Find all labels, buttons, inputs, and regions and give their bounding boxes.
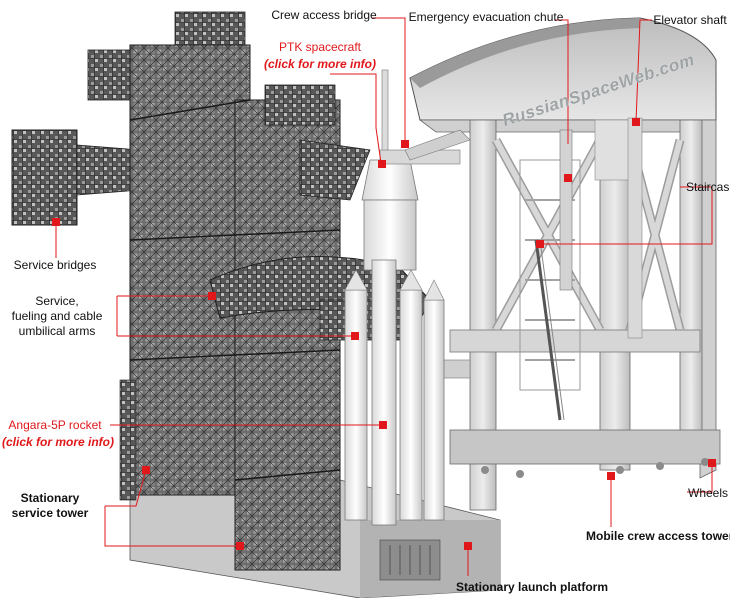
- label-crew-access-bridge: Crew access bridge: [271, 8, 377, 22]
- label-staircase: Staircase: [686, 180, 730, 194]
- label-stationary-launch-platform: Stationary launch platform: [455, 580, 609, 594]
- angara-5p-rocket: [344, 69, 471, 526]
- label-umbilical-arms-line1: Service,: [35, 294, 79, 308]
- label-umbilical-arms-line3: umbilical arms: [18, 324, 96, 338]
- label-mobile-crew-access-tower: Mobile crew access tower: [586, 529, 730, 543]
- label-wheels: Wheels: [688, 486, 729, 500]
- label-umbilical-arms-line2: fueling and cable: [11, 309, 103, 323]
- link-angara-more-info[interactable]: (click for more info): [1, 435, 115, 449]
- callout-markers: [52, 118, 716, 550]
- callout-lines: [55, 17, 713, 576]
- link-ptk-more-info[interactable]: (click for more info): [263, 57, 377, 71]
- label-angara-5p-rocket[interactable]: Angara-5P rocket: [8, 418, 102, 432]
- label-elevator-shaft: Elevator shaft: [653, 13, 727, 27]
- mobile-crew-access-tower: [409, 17, 721, 511]
- label-ptk-spacecraft[interactable]: PTK spacecraft: [278, 40, 362, 54]
- label-emergency-evacuation-chute: Emergency evacuation chute: [408, 10, 564, 24]
- label-service-bridges: Service bridges: [13, 258, 97, 272]
- label-stationary-service-tower-line1: Stationary: [20, 491, 80, 505]
- label-stationary-service-tower-line2: service tower: [11, 506, 89, 520]
